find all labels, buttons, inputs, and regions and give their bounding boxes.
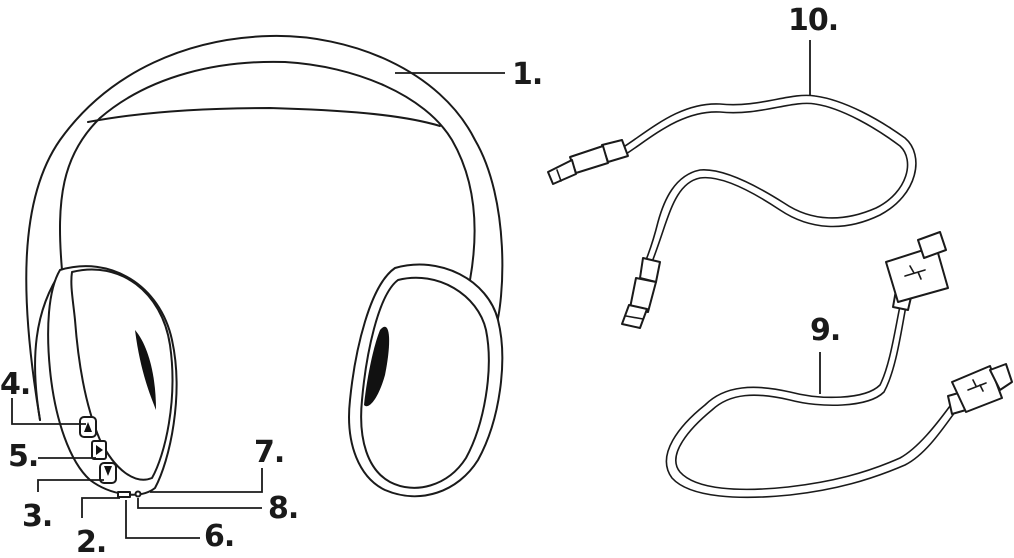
headphones-icon xyxy=(25,34,504,498)
callout-6: 6. xyxy=(204,519,234,554)
headband-padding xyxy=(87,107,441,127)
callout-8: 8. xyxy=(268,491,298,526)
aux-plug-top xyxy=(547,139,629,185)
callout-2: 2. xyxy=(76,525,106,558)
callout-7: 7. xyxy=(254,435,284,470)
usb-a-plug xyxy=(885,231,949,311)
micro-usb-plug xyxy=(947,363,1013,415)
usb-symbol-icon xyxy=(904,265,926,280)
usb-cable-wire-outer xyxy=(665,305,956,499)
right-earcup-cushion xyxy=(360,276,490,489)
callout-10: 10. xyxy=(788,3,838,38)
aux-cable-wire-outer xyxy=(621,94,917,263)
headband xyxy=(25,34,504,421)
aux-plug-bottom xyxy=(621,257,661,329)
volume-down-icon xyxy=(104,466,112,476)
callout-leaders xyxy=(11,40,821,539)
callout-5: 5. xyxy=(8,439,38,474)
left-earcup-opening xyxy=(135,330,156,410)
right-earcup-opening xyxy=(364,326,390,407)
aux-cable-wire-inner xyxy=(625,102,909,261)
play-icon xyxy=(96,445,103,455)
callout-9: 9. xyxy=(810,313,840,348)
volume-up-icon xyxy=(84,422,92,432)
callout-3: 3. xyxy=(22,499,52,534)
usb-cable-icon xyxy=(665,231,1013,499)
callout-1: 1. xyxy=(512,57,542,92)
callout-labels: 1. 10. 9. 4. 5. 3. 2. 6. 7. 8. xyxy=(0,3,841,558)
callout-4: 4. xyxy=(0,367,30,402)
usb-charging-port[interactable] xyxy=(117,491,131,498)
control-buttons xyxy=(79,416,117,484)
usb-cable-wire-inner xyxy=(675,305,951,491)
led-indicator xyxy=(134,490,142,498)
aux-cable-icon xyxy=(547,94,917,329)
usb-symbol-icon-2 xyxy=(967,379,987,392)
headband-inner xyxy=(59,60,476,281)
